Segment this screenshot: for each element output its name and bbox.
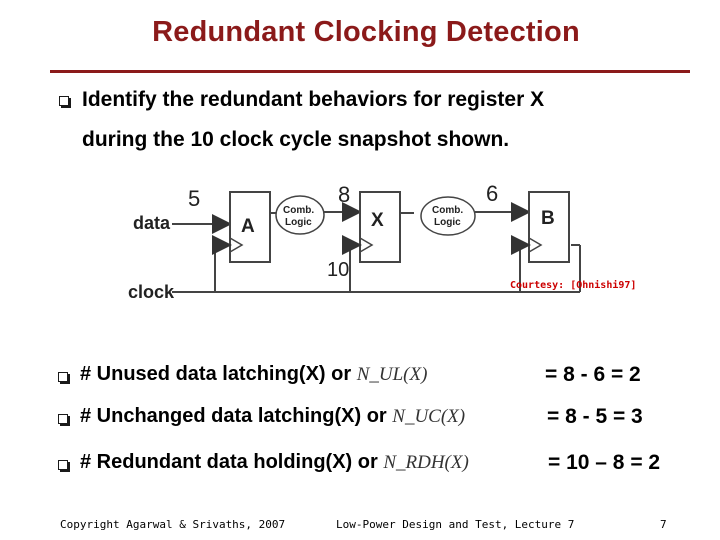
- bullet-unused-result: = 8 - 6 = 2: [545, 363, 641, 386]
- title-divider: [50, 70, 690, 73]
- label-10: 10: [327, 259, 349, 281]
- bullet-unchanged-math: N_UC(X): [392, 406, 466, 427]
- intro-line-1: Identify the redundant behaviors for reg…: [82, 88, 545, 111]
- comb-logic-2: [420, 196, 476, 236]
- bullet-redundant-math: N_RDH(X): [383, 452, 469, 473]
- register-x-label: X: [371, 210, 384, 231]
- clock-triangle-b-icon: [528, 237, 543, 253]
- comb-logic-1: [275, 195, 325, 235]
- bullet-redundant-result: = 10 – 8 = 2: [548, 451, 661, 474]
- register-a: [229, 191, 271, 263]
- courtesy-note: Courtesy: [Ohnishi97]: [510, 280, 637, 291]
- bullet-unchanged: # Unchanged data latching(X) or N_UC(X): [80, 405, 465, 428]
- bullet-unused-math: N_UL(X): [356, 364, 428, 385]
- label-8: 8: [338, 182, 350, 207]
- bullet-unused: # Unused data latching(X) or N_UL(X): [80, 363, 427, 386]
- clock-label: clock: [128, 282, 175, 302]
- bullet-marker-icon: [59, 96, 71, 108]
- slide-title: Redundant Clocking Detection: [152, 16, 580, 48]
- footer-page-number: 7: [660, 518, 667, 531]
- comb1-label-1: Comb.: [283, 205, 314, 216]
- register-a-label: A: [241, 216, 255, 237]
- comb2-label-2: Logic: [434, 217, 461, 228]
- label-6: 6: [486, 181, 498, 206]
- bullet-unchanged-result: = 8 - 5 = 3: [547, 405, 643, 428]
- comb2-label-1: Comb.: [432, 205, 463, 216]
- footer-course: Low-Power Design and Test, Lecture 7: [336, 518, 575, 531]
- label-5: 5: [188, 186, 200, 211]
- comb1-label-2: Logic: [285, 217, 312, 228]
- bullet-marker-icon: [58, 460, 70, 472]
- bullet-redundant-text: # Redundant data holding(X) or: [80, 451, 378, 473]
- bullet-redundant: # Redundant data holding(X) or N_RDH(X): [80, 451, 469, 474]
- clock-triangle-x-icon: [359, 237, 374, 253]
- bullet-marker-icon: [58, 372, 70, 384]
- register-b: [528, 191, 570, 263]
- clock-triangle-a-icon: [229, 237, 244, 253]
- register-b-label: B: [541, 208, 555, 229]
- bullet-unchanged-text: # Unchanged data latching(X) or: [80, 405, 387, 427]
- circuit-diagram: data 5 A Comb. Logic 8 X Comb. Logic 6 B…: [128, 181, 581, 302]
- intro-line-2: during the 10 clock cycle snapshot shown…: [82, 128, 510, 151]
- bullet-unused-text: # Unused data latching(X) or: [80, 363, 352, 385]
- data-label: data: [133, 213, 171, 233]
- register-x: [359, 191, 401, 263]
- footer-copyright: Copyright Agarwal & Srivaths, 2007: [60, 518, 286, 531]
- bullet-marker-icon: [58, 414, 70, 426]
